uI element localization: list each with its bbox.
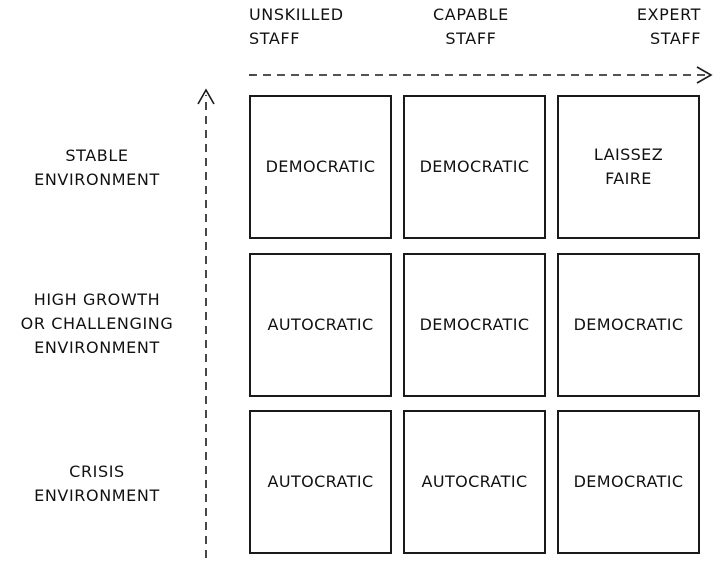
- row-label-line: HIGH GROWTH: [33, 290, 161, 309]
- column-label-unskilled-staff: UNSKILLED STAFF: [249, 3, 344, 51]
- cell-text: DEMOCRATIC: [419, 157, 530, 176]
- row-label-line: STABLE: [65, 146, 129, 165]
- column-label-expert-staff: EXPERT STAFF: [637, 3, 701, 51]
- column-label-line: EXPERT: [636, 5, 701, 24]
- cell-text: DEMOCRATIC: [573, 472, 684, 491]
- cell-crisis-unskilled: AUTOCRATIC: [249, 410, 392, 554]
- cell-stable-unskilled: DEMOCRATIC: [249, 95, 392, 239]
- cell-text: DEMOCRATIC: [419, 315, 530, 334]
- cell-growth-capable: DEMOCRATIC: [403, 253, 546, 397]
- cell-crisis-capable: AUTOCRATIC: [403, 410, 546, 554]
- cell-growth-unskilled: AUTOCRATIC: [249, 253, 392, 397]
- column-label-line: UNSKILLED: [249, 5, 344, 24]
- column-label-capable-staff: CAPABLE STAFF: [433, 3, 509, 51]
- cell-text: AUTOCRATIC: [267, 472, 374, 491]
- row-label-line: ENVIRONMENT: [34, 170, 160, 189]
- row-label-line: ENVIRONMENT: [34, 338, 160, 357]
- row-label-stable-environment: STABLE ENVIRONMENT: [0, 144, 194, 192]
- row-label-line: OR CHALLENGING: [20, 314, 174, 333]
- horizontal-axis-arrow: [249, 66, 713, 84]
- cell-stable-expert: LAISSEZ FAIRE: [557, 95, 700, 239]
- row-label-high-growth-environment: HIGH GROWTH OR CHALLENGING ENVIRONMENT: [0, 288, 194, 360]
- row-label-line: ENVIRONMENT: [34, 486, 160, 505]
- column-label-line: STAFF: [445, 29, 497, 48]
- row-label-line: CRISIS: [69, 462, 125, 481]
- cell-text: AUTOCRATIC: [421, 472, 528, 491]
- cell-growth-expert: DEMOCRATIC: [557, 253, 700, 397]
- cell-crisis-expert: DEMOCRATIC: [557, 410, 700, 554]
- vertical-axis-arrow: [197, 88, 215, 558]
- cell-text: FAIRE: [605, 169, 652, 188]
- column-label-line: STAFF: [249, 29, 301, 48]
- cell-text: AUTOCRATIC: [267, 315, 374, 334]
- column-label-line: STAFF: [649, 29, 701, 48]
- cell-text: LAISSEZ: [593, 145, 664, 164]
- column-label-line: CAPABLE: [433, 5, 509, 24]
- row-label-crisis-environment: CRISIS ENVIRONMENT: [0, 460, 194, 508]
- cell-stable-capable: DEMOCRATIC: [403, 95, 546, 239]
- cell-text: DEMOCRATIC: [573, 315, 684, 334]
- cell-text: DEMOCRATIC: [265, 157, 376, 176]
